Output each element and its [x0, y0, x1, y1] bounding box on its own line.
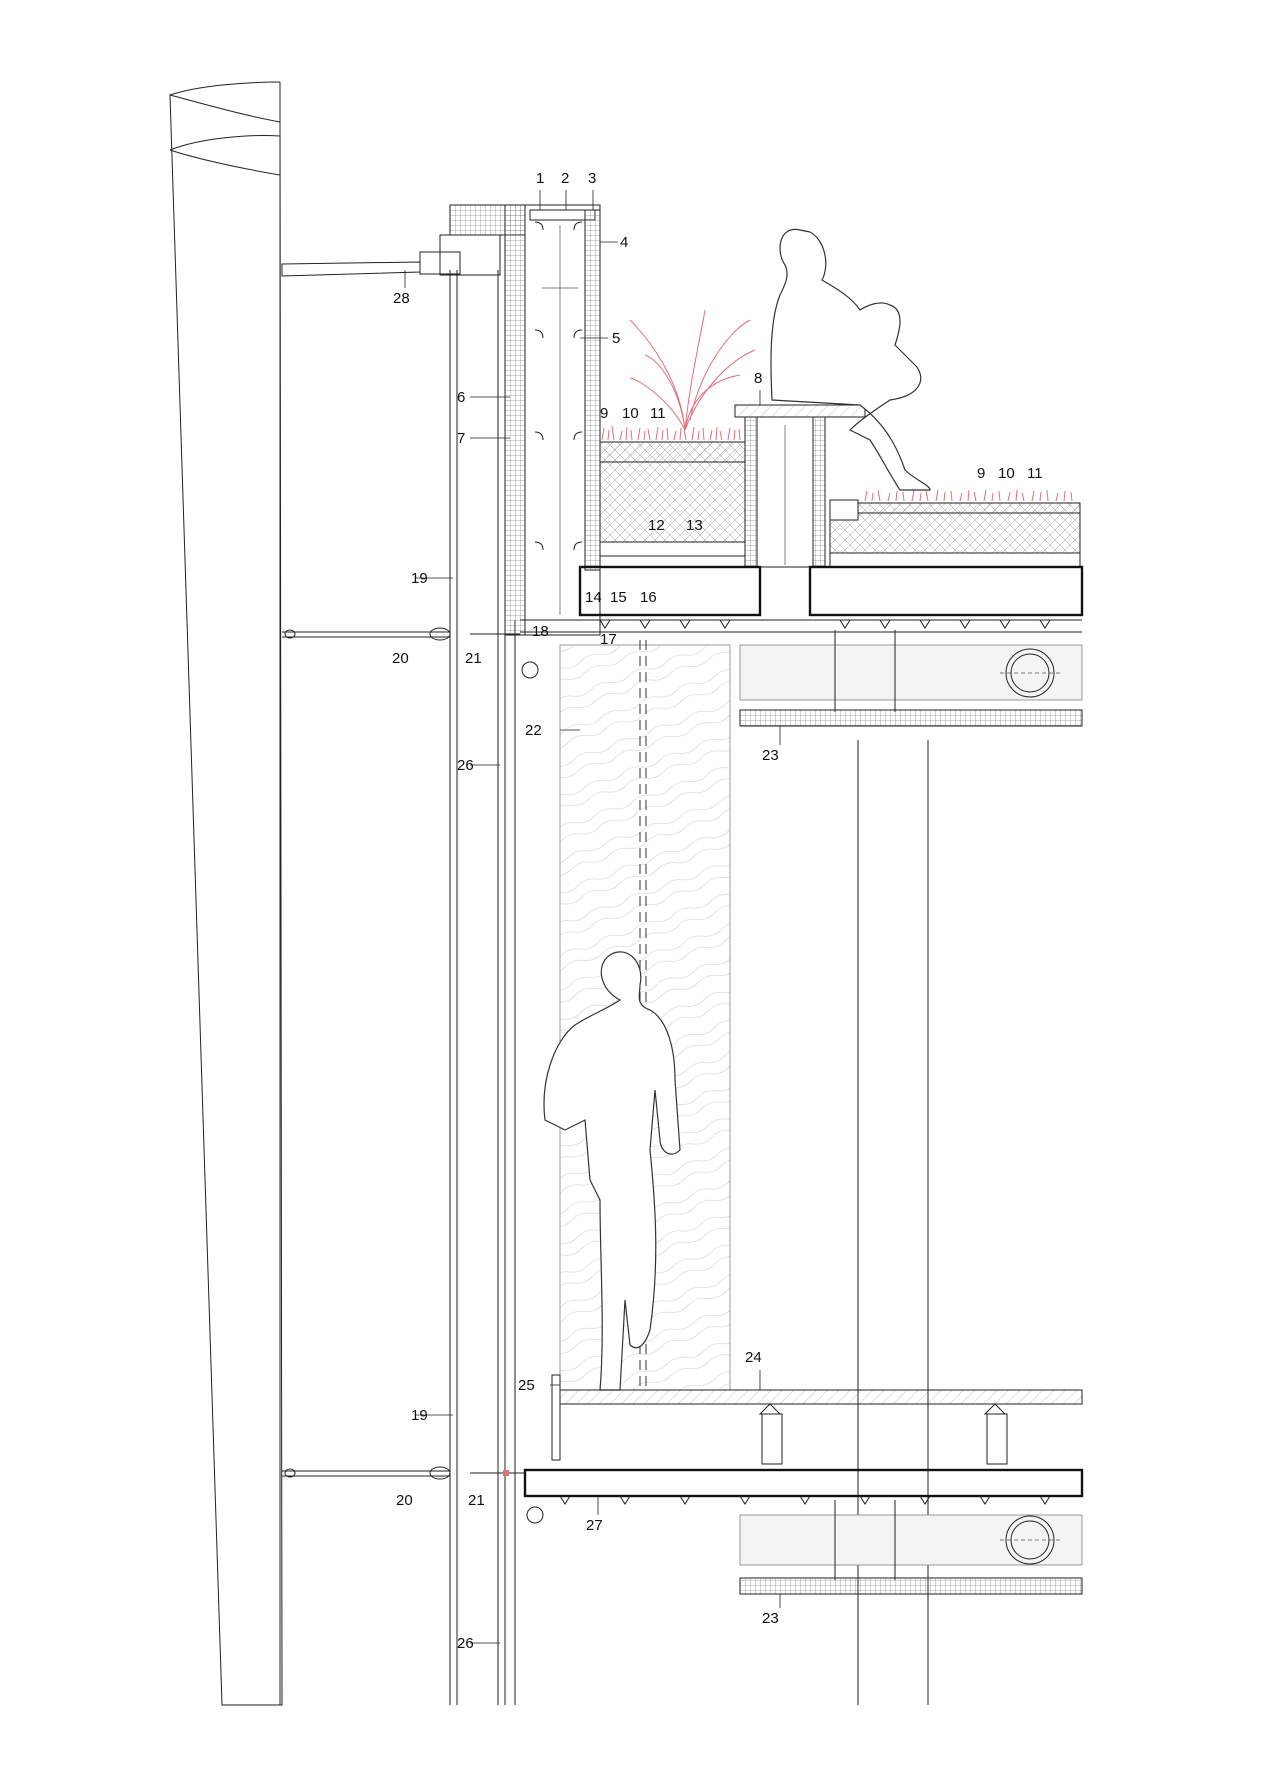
callout-21-lower: 21: [468, 1492, 485, 1509]
callout-15: 15: [610, 589, 627, 606]
callout-8: 8: [754, 370, 762, 387]
lower-ceiling-assembly: [739, 1500, 1083, 1595]
callout-7: 7: [457, 430, 465, 447]
leader-lines: [404, 190, 781, 1644]
callout-26-upper: 26: [457, 757, 474, 774]
tension-rods: [282, 627, 544, 1524]
top-bracket-arm: [281, 234, 501, 277]
callout-28: 28: [393, 290, 410, 307]
callout-14: 14: [585, 589, 602, 606]
callout-19-lower: 19: [411, 1407, 428, 1424]
left-planter: [599, 309, 756, 557]
callout-26-lower: 26: [457, 1635, 474, 1652]
parapet-wall: [449, 204, 601, 636]
callout-20-lower: 20: [396, 1492, 413, 1509]
callout-6: 6: [457, 389, 465, 406]
callout-2: 2: [561, 170, 569, 187]
upper-slab: [520, 565, 1084, 633]
right-planter: [829, 489, 1081, 568]
callout-9-left: 9: [600, 405, 608, 422]
callout-10-left: 10: [622, 405, 639, 422]
bench: [734, 404, 866, 568]
callout-25: 25: [518, 1377, 535, 1394]
callout-labels: 1 2 3 4 5 6 7 8 9 10 11 9 10 11 12 13 14…: [392, 170, 1043, 1652]
callout-27: 27: [586, 1517, 603, 1534]
callout-13: 13: [686, 517, 703, 534]
callout-10-right: 10: [998, 465, 1015, 482]
lower-floor-assembly: [523, 1374, 1084, 1505]
callout-21-upper: 21: [465, 650, 482, 667]
callout-18: 18: [532, 623, 549, 640]
twisted-fin: [169, 81, 283, 1706]
callout-17: 17: [600, 631, 617, 648]
callout-12: 12: [648, 517, 665, 534]
callout-24: 24: [745, 1349, 762, 1366]
seated-figure: [770, 228, 931, 491]
walking-figure: [543, 951, 681, 1391]
callout-11-right: 11: [1027, 465, 1043, 482]
callout-9-right: 9: [977, 465, 985, 482]
callout-11-left: 11: [650, 405, 666, 422]
callout-1: 1: [536, 170, 544, 187]
callout-16: 16: [640, 589, 657, 606]
callout-22: 22: [525, 722, 542, 739]
callout-23-lower: 23: [762, 1610, 779, 1627]
callout-19-upper: 19: [411, 570, 428, 587]
callout-20-upper: 20: [392, 650, 409, 667]
callout-3: 3: [588, 170, 596, 187]
callout-4: 4: [620, 234, 628, 251]
callout-5: 5: [612, 330, 620, 347]
callout-23-upper: 23: [762, 747, 779, 764]
